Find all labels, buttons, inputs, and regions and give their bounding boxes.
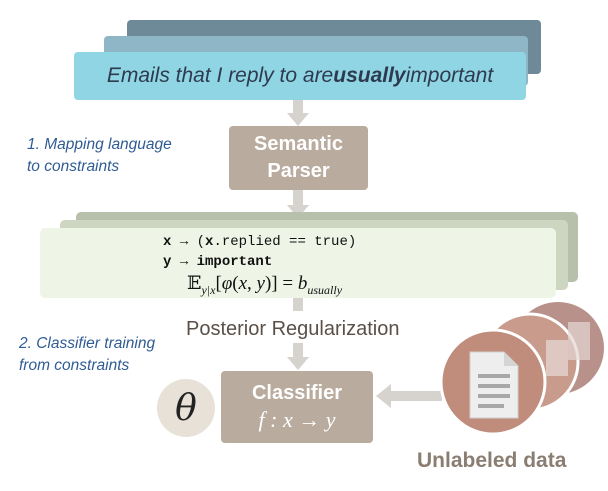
constraint-x-rhs-var: x	[205, 234, 214, 250]
constraint-x-arrow: →	[179, 234, 189, 250]
email-statement-text-after: important	[405, 64, 494, 87]
arrow-shaft-constraints-to-classifier	[293, 343, 303, 358]
classifier-function: f : x → y	[258, 407, 336, 432]
step-1-label: 1. Mapping language to constraints	[27, 134, 172, 178]
constraint-y-line: y → important	[163, 254, 272, 270]
semantic-parser-line-2: Parser	[267, 160, 330, 182]
step-2-line-2: from constraints	[19, 357, 130, 374]
theta-parameter-icon: θ	[157, 379, 215, 437]
step-2-line-1: 2. Classifier training	[19, 335, 156, 352]
email-statement-text-before: Emails that I reply to are	[106, 64, 334, 87]
semantic-parser-box: Semantic Parser	[229, 126, 368, 190]
constraint-card	[40, 228, 556, 298]
arrow-head-data-to-classifier	[376, 384, 391, 408]
classifier-title: Classifier	[251, 382, 343, 404]
unlabeled-data-label: Unlabeled data	[417, 449, 567, 472]
arrow-shaft-card-to-parser	[293, 100, 303, 114]
constraint-x-rhs-rest: .replied == true)	[213, 234, 357, 250]
constraint-x-open-paren: (	[196, 234, 206, 250]
email-statement-emphasis: usually	[333, 64, 406, 87]
document-icon	[469, 351, 519, 419]
step-2-label: 2. Classifier training from constraints	[19, 333, 155, 377]
semantic-parser-line-1: Semantic	[254, 133, 343, 155]
unlabeled-data-document-stack	[439, 302, 604, 436]
step-1-line-1: 1. Mapping language	[27, 136, 172, 153]
arrow-head-card-to-parser	[287, 113, 309, 126]
posterior-regularization-label: Posterior Regularization	[186, 318, 400, 340]
arrow-head-constraints-to-classifier	[287, 357, 309, 370]
arrow-shaft-constraints-top	[293, 298, 303, 311]
constraint-expectation-formula: 𝔼y|x[φ(x, y)] = busually	[187, 272, 343, 297]
constraint-x-var: x	[163, 234, 172, 250]
constraint-x-line: x → (x.replied == true)	[163, 234, 356, 250]
constraint-y-rhs: important	[196, 254, 273, 270]
arrow-shaft-parser-to-constraints	[293, 190, 303, 206]
email-statement-card: Emails that I reply to are usually impor…	[74, 52, 526, 100]
classifier-box: Classifier f : x → y	[221, 371, 373, 443]
step-1-line-2: to constraints	[27, 158, 120, 175]
constraint-y-arrow: →	[179, 254, 189, 270]
constraint-y-var: y	[163, 254, 172, 270]
arrow-shaft-data-to-classifier	[390, 391, 442, 401]
